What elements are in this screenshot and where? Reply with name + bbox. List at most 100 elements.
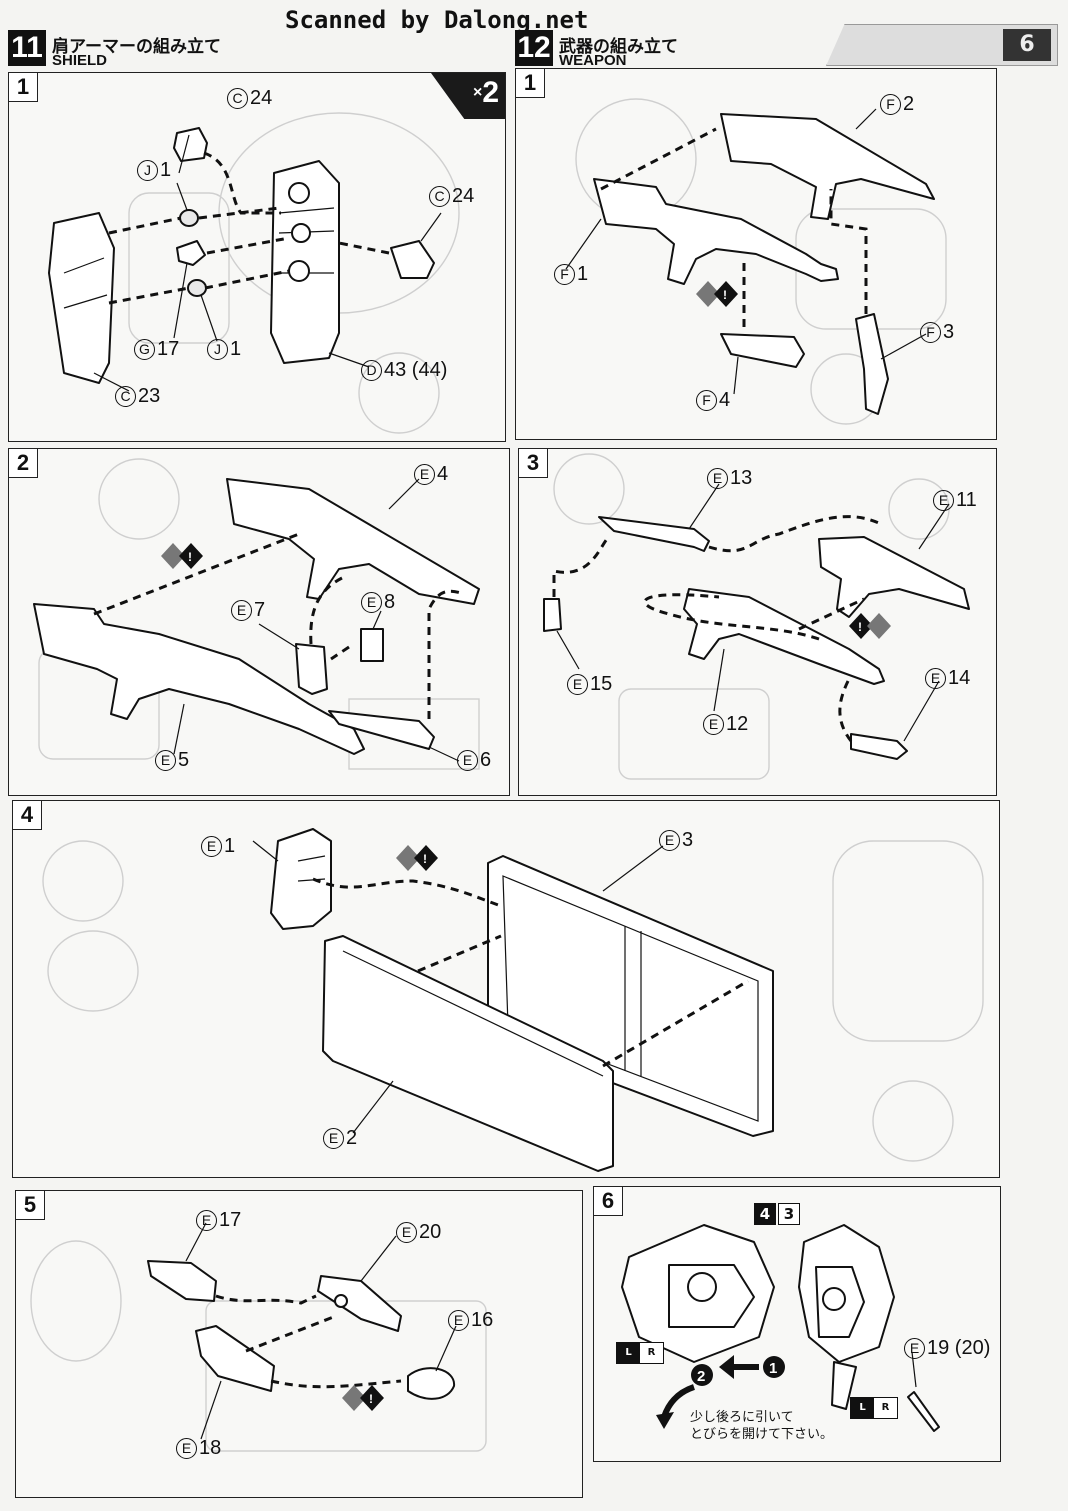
part-f2 xyxy=(720,113,935,220)
corner-tab-number: 6 xyxy=(1003,29,1051,61)
step-number: 1 xyxy=(516,69,545,98)
part-e18 xyxy=(195,1325,275,1392)
caution-diamond-icon: ! xyxy=(161,543,203,569)
part-e8 xyxy=(360,628,384,662)
section-number: 12 xyxy=(515,30,553,66)
page-corner-tab: 6 xyxy=(826,24,1058,66)
svg-text:!: ! xyxy=(858,620,862,634)
part-j1-upper xyxy=(179,209,199,227)
shield-diagram xyxy=(48,112,460,434)
scan-credit: Scanned by Dalong.net xyxy=(285,6,589,34)
svg-text:2: 2 xyxy=(697,1368,705,1385)
screwdriver xyxy=(907,1391,940,1432)
step-number: 3 xyxy=(519,449,548,478)
part-f4 xyxy=(720,333,805,368)
weapon-step1-diagram xyxy=(565,98,947,425)
part-g17 xyxy=(176,240,206,266)
step-number: 2 xyxy=(9,449,38,478)
part-e5 xyxy=(33,603,365,755)
caution-diamond-icon: ! xyxy=(342,1385,384,1411)
part-e4 xyxy=(226,478,480,605)
section-title-jp: 武器の組み立て xyxy=(559,37,678,57)
part-e7 xyxy=(295,643,328,695)
weapon-step5-diagram xyxy=(30,1222,487,1452)
weapon-step2-diagram xyxy=(33,458,480,770)
svg-text:!: ! xyxy=(369,1392,373,1406)
part-e2 xyxy=(322,935,614,1172)
part-f3 xyxy=(855,313,889,415)
part-e13 xyxy=(598,516,710,552)
section-header-weapon: 12 武器の組み立て WEAPON xyxy=(515,30,815,69)
part-e6 xyxy=(328,710,435,750)
weapon-step4-diagram xyxy=(42,828,984,1172)
caution-diamond-icon: ! xyxy=(396,845,438,871)
part-e12 xyxy=(683,588,885,685)
multiplier-value: 2 xyxy=(482,76,499,109)
svg-text:!: ! xyxy=(723,288,727,302)
svg-text:!: ! xyxy=(188,550,192,564)
svg-text:!: ! xyxy=(423,852,427,866)
weapon-step6-diagram: 1 2 xyxy=(621,1224,940,1432)
badge-step: 3 xyxy=(778,1203,800,1225)
step-number: 6 xyxy=(594,1187,623,1216)
part-e17 xyxy=(147,1260,217,1302)
step-number: 4 xyxy=(13,801,42,830)
section-title-en: SHIELD xyxy=(52,52,108,69)
badge-section: 4 xyxy=(754,1203,776,1225)
instruction-note: 少し後ろに引いて とびらを開けて下さい。 xyxy=(690,1410,834,1442)
part-f1 xyxy=(593,178,839,285)
part-c24-right xyxy=(390,240,435,279)
weapon-step3-diagram xyxy=(543,453,970,780)
step-number: 1 xyxy=(9,73,38,102)
part-c23 xyxy=(48,212,115,384)
part-e16 xyxy=(407,1367,456,1400)
part-e1 xyxy=(270,828,332,930)
section-title-en: WEAPON xyxy=(559,52,627,69)
caution-diamond-icon: ! xyxy=(849,613,891,639)
part-e20 xyxy=(317,1275,402,1332)
part-e14 xyxy=(850,733,908,760)
section-header-shield: 11 肩アーマーの組み立て SHIELD xyxy=(8,30,503,69)
reference-step-badge: 4 3 xyxy=(754,1203,800,1225)
part-c24-top xyxy=(173,127,208,162)
caution-diamond-icon: ! xyxy=(696,281,738,307)
section-number: 11 xyxy=(8,30,46,66)
part-e15 xyxy=(543,598,562,632)
